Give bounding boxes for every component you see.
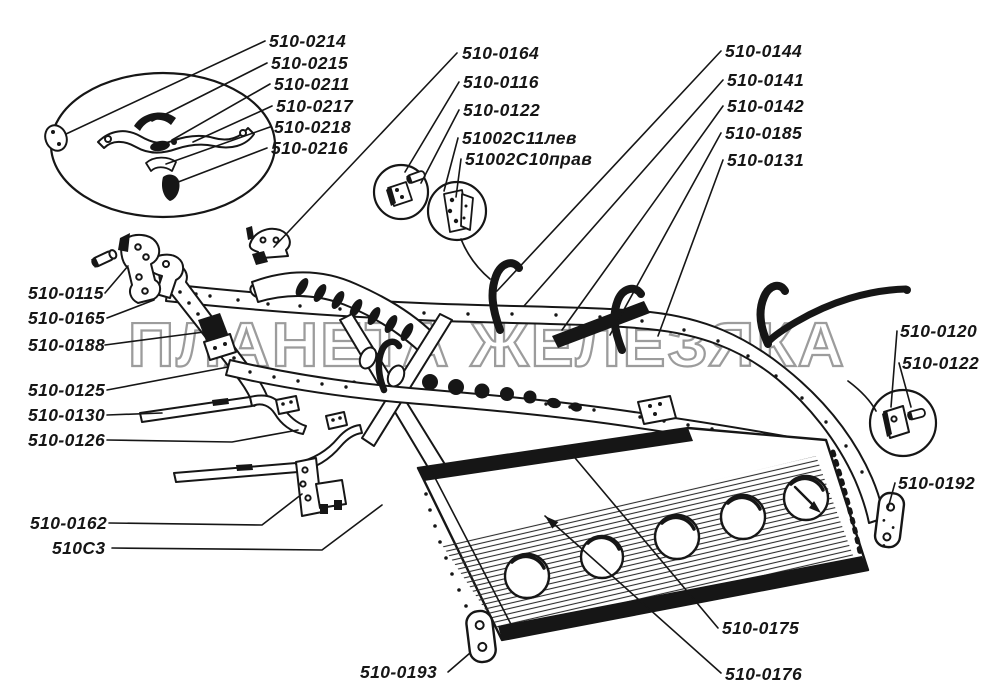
- leader-line-51002с11лев: [443, 137, 459, 192]
- panel-left-sill-edge: [431, 471, 517, 635]
- detail-circle-right: [426, 180, 491, 280]
- leader-line-510-0122: [420, 109, 460, 184]
- callout-layer: 510-0214510-0215510-0211510-0217510-0218…: [28, 31, 979, 684]
- part-label-510-0162: 510-0162: [30, 513, 107, 533]
- detail-oval-plate: [44, 124, 68, 152]
- part-label-510-0216: 510-0216: [271, 138, 348, 158]
- detail-arc-piece: [145, 156, 177, 172]
- part-label-510-0122: 510-0122: [463, 100, 540, 120]
- part-label-510-0217: 510-0217: [276, 96, 354, 116]
- leader-line-510-0126: [106, 429, 299, 443]
- leader-line-510-0218: [165, 126, 271, 165]
- leader-line-510-0165: [106, 299, 155, 319]
- leader-line-510-0115: [104, 265, 129, 294]
- lower-bracket: [295, 457, 347, 517]
- pin-part: [91, 249, 118, 268]
- hole-arrowhead: [809, 501, 821, 513]
- part-label-510-0115: 510-0115: [28, 283, 104, 303]
- leader-line-510-0125: [106, 366, 229, 391]
- part-label-510-0175: 510-0175: [722, 618, 799, 638]
- leader-line-510-0116: [404, 81, 460, 173]
- part-label-510-0188: 510-0188: [28, 335, 105, 355]
- leader-line-510-0162: [108, 493, 303, 526]
- part-label-510-0141: 510-0141: [727, 70, 804, 90]
- rail-bracket-plate: [637, 395, 677, 425]
- detail-teardrop: [161, 174, 180, 201]
- part-label-510-0165: 510-0165: [28, 308, 105, 328]
- leader-line-510-0130: [106, 412, 163, 416]
- part-label-510-0116: 510-0116: [463, 72, 539, 92]
- leader-line-510-0216: [172, 147, 268, 185]
- leader-line-510-0142: [561, 105, 724, 331]
- bottom-tab: [465, 609, 497, 664]
- rear-floor-panel: [416, 426, 870, 642]
- part-label-510-0193: 510-0193: [360, 662, 437, 682]
- leader-line-510-0131: [657, 159, 724, 337]
- magnified-detail-ellipse: [44, 71, 277, 219]
- leader-line-510-0192: [887, 482, 896, 509]
- leader-line-51002с10прав: [455, 158, 462, 198]
- part-label-510-0211: 510-0211: [274, 74, 350, 94]
- support-bar-upper: [139, 394, 307, 435]
- leader-line-510-0211: [171, 83, 271, 141]
- part-label-510с3: 510С3: [52, 538, 106, 558]
- hook-brackets: [375, 259, 789, 394]
- part-label-510-0185: 510-0185: [725, 123, 802, 143]
- rivet-dots: [194, 292, 864, 474]
- leader-line-510-0144: [496, 50, 722, 292]
- part-label-510-0176: 510-0176: [725, 664, 802, 684]
- detail-circle-left: [372, 163, 430, 221]
- detail-crescent: [134, 112, 176, 131]
- leader-line-510-0193: [447, 652, 471, 673]
- front-bracket-part: [118, 233, 162, 304]
- part-label-510-0218: 510-0218: [274, 117, 351, 137]
- leader-line-510-0164: [273, 52, 458, 248]
- rear-curved-member: [765, 285, 911, 345]
- part-label-510-0120: 510-0120: [900, 321, 977, 341]
- part-label-510-0164: 510-0164: [462, 43, 539, 63]
- leader-line-510-0185: [609, 132, 722, 336]
- leader-line-510-0217: [192, 105, 273, 143]
- frame-bracket-dark: [198, 313, 228, 341]
- part-label-51002с11лев: 51002С11лев: [462, 128, 577, 148]
- leader-line-510-0176: [544, 515, 722, 674]
- leader-line-510-0122-2: [898, 362, 912, 408]
- part-label-510-0122-2: 510-0122: [902, 353, 979, 373]
- rail-lightening-holes: [422, 374, 582, 412]
- part-label-510-0214: 510-0214: [269, 31, 346, 51]
- diagonal-brace: [552, 301, 650, 348]
- part-label-510-0192: 510-0192: [898, 473, 975, 493]
- part-label-510-0144: 510-0144: [725, 41, 802, 61]
- panel-bottom-sill: [498, 556, 868, 640]
- leader-line-510-0141: [523, 79, 724, 307]
- panel-holes: [503, 474, 830, 600]
- detail-circle-far-right: [847, 380, 938, 458]
- leader-line-510-0175: [564, 445, 719, 629]
- leader-arrowhead-510-0176: [545, 516, 559, 529]
- part-label-510-0215: 510-0215: [271, 53, 348, 73]
- part-label-510-0130: 510-0130: [28, 405, 105, 425]
- part-label-510-0131: 510-0131: [727, 150, 804, 170]
- part-label-510-0126: 510-0126: [28, 430, 105, 450]
- panel-top-sill: [418, 428, 693, 481]
- frame-bracket-plate: [203, 333, 237, 361]
- leader-line-510-0214: [65, 40, 266, 135]
- part-label-510-0125: 510-0125: [28, 380, 105, 400]
- panel-right-edge-ticks: [830, 449, 863, 555]
- part-label-51002с10прав: 51002С10прав: [465, 149, 592, 169]
- frame-artwork: [44, 71, 938, 664]
- leader-line-510-0215: [151, 62, 268, 122]
- support-bar-lower: [173, 411, 363, 483]
- leader-line-510с3: [111, 504, 383, 551]
- leader-line-510-0120: [890, 330, 898, 408]
- leader-line-510-0188: [104, 331, 205, 346]
- top-rail-bracket: [246, 226, 291, 265]
- rear-end-tab: [873, 491, 906, 549]
- part-label-510-0142: 510-0142: [727, 96, 804, 116]
